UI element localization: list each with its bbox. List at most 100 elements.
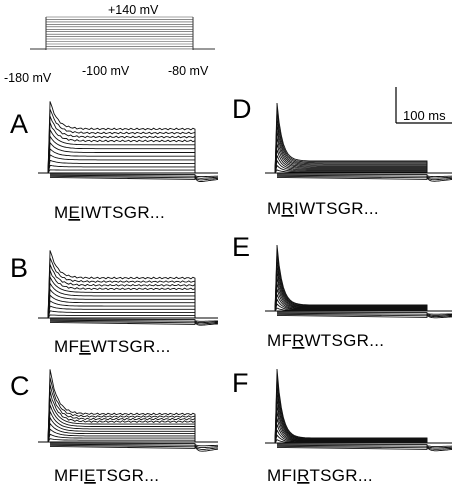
current-trace [47,134,196,174]
current-trace [47,109,196,174]
protocol-hold-label: -180 mV [4,71,52,85]
panel-a: A MEIWTSGR... [10,101,219,222]
current-trace [274,368,428,444]
panel-letter: F [232,368,249,398]
sequence-label: MEIWTSGR... [54,203,165,222]
current-trace-panels: AMEIWTSGR...BMFEWTSGR...CMFIETSGR...DMRI… [10,94,453,485]
current-trace [47,264,196,319]
panel-letter: D [232,94,252,124]
current-trace [47,257,196,319]
tail-current-trace [49,444,219,450]
current-trace [274,376,428,444]
mutated-residue: E [79,337,91,356]
panel-letter: E [232,232,250,262]
current-trace [274,264,428,312]
current-trace [47,438,196,443]
current-trace [274,169,428,174]
current-trace [47,416,196,443]
tail-current-trace [276,176,453,182]
sequence-prefix: M [267,199,281,218]
current-trace [47,397,196,443]
current-trace [47,281,196,319]
current-trace [274,277,428,312]
current-trace [47,288,196,319]
current-trace [274,411,428,444]
current-trace [274,302,428,312]
mutated-residue: E [68,203,80,222]
sequence-suffix: IWTSGR... [294,199,379,218]
current-trace [274,110,428,174]
sequence-label: MFRWTSGR... [267,331,384,350]
tail-current-trace [276,444,452,449]
current-trace [274,271,428,312]
sequence-suffix: TSGR... [96,466,160,485]
current-trace [47,154,196,174]
mutated-residue: R [281,199,294,218]
sequence-prefix: MF [54,337,79,356]
current-trace [274,164,428,174]
current-trace [274,117,428,174]
current-trace [274,244,428,312]
tail-current-trace [276,173,453,178]
sequence-prefix: MF [267,331,292,350]
tail-current-trace [276,443,453,447]
current-trace [47,428,196,443]
current-trace [274,294,428,312]
tail-current-trace [276,445,453,450]
current-trace [47,305,196,319]
current-trace [274,155,428,174]
current-trace [274,251,428,312]
current-trace [47,169,196,174]
tail-current-trace [276,313,453,318]
sequence-prefix: MFI [54,466,84,485]
tail-current-trace [49,318,218,322]
current-trace [274,384,428,444]
current-trace [274,159,428,174]
tail-current-trace [276,312,453,316]
current-trace [274,391,428,444]
current-trace [47,310,196,319]
current-trace [274,283,428,312]
current-trace [274,288,428,312]
panel-e: E MFRWTSGR... [232,232,453,350]
current-trace [274,143,428,174]
current-trace [47,422,196,443]
current-trace [274,149,428,174]
tail-current-trace [276,314,452,319]
panel-letter: C [10,371,30,401]
sequence-prefix: MFI [267,466,297,485]
sequence-suffix: WTSGR... [304,331,384,350]
tail-current-trace [276,446,453,452]
protocol-top-label: +140 mV [108,3,159,17]
tail-current-trace [276,174,452,179]
current-trace [47,159,196,174]
current-trace [47,276,196,319]
sequence-suffix: IWTSGR... [80,203,165,222]
current-trace [47,377,196,443]
current-trace [274,297,428,312]
current-trace [47,141,196,174]
voltage-protocol: +140 mV -180 mV -100 mV -80 mV [4,3,215,85]
mutated-residue: R [297,466,309,485]
mutated-residue: E [84,466,96,485]
current-trace [47,384,196,443]
current-trace [47,294,196,319]
panel-c: C MFIETSGR... [10,369,219,485]
tail-current-trace [49,174,218,179]
current-trace [47,404,196,443]
current-trace [47,314,196,319]
panel-f: FMFIRTSGR... [232,368,453,485]
sequence-label: MFIETSGR... [54,466,159,485]
current-trace [47,299,196,319]
sequence-label: MFEWTSGR... [54,337,171,356]
current-trace [47,164,196,174]
tail-current-trace [49,175,219,181]
protocol-tail-label: -80 mV [168,64,209,78]
panel-letter: A [10,109,28,139]
panel-letter: B [10,253,28,283]
current-trace [47,129,196,174]
current-trace [274,258,428,312]
current-trace [47,122,196,174]
current-trace [47,250,196,319]
